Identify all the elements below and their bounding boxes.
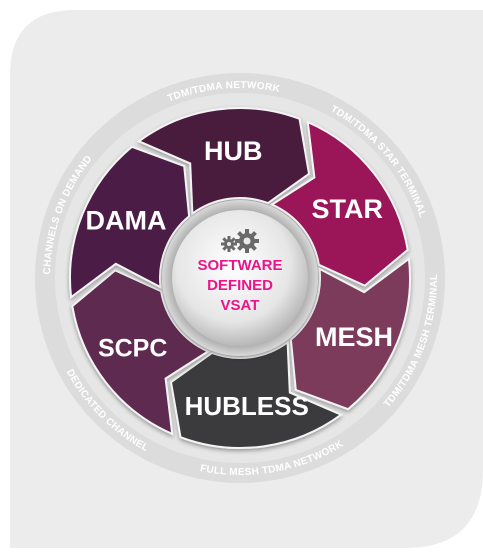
- center-title-line-2: DEFINED: [207, 277, 273, 294]
- segment-label-scpc: SCPC: [98, 335, 167, 363]
- segment-scpc: [71, 269, 211, 436]
- segments-group: HUB STAR MESH HUBLESS SCPC DAMA: [69, 107, 411, 449]
- segment-label-mesh: MESH: [315, 322, 393, 352]
- segment-label-star: STAR: [312, 194, 384, 224]
- segment-mesh: [289, 256, 411, 411]
- gears-icon: [221, 229, 259, 253]
- segment-label-hub: HUB: [204, 136, 263, 166]
- segment-star: [269, 120, 409, 287]
- segment-label-dama: DAMA: [86, 206, 167, 236]
- segment-hub: [136, 107, 311, 216]
- segment-hubless: [169, 340, 344, 449]
- center-title-line-3: VSAT: [221, 297, 260, 314]
- center-disc: [172, 210, 308, 346]
- center-title-line-1: SOFTWARE: [198, 257, 283, 274]
- segment-dama: [69, 145, 191, 300]
- segment-label-hubless: HUBLESS: [185, 391, 309, 421]
